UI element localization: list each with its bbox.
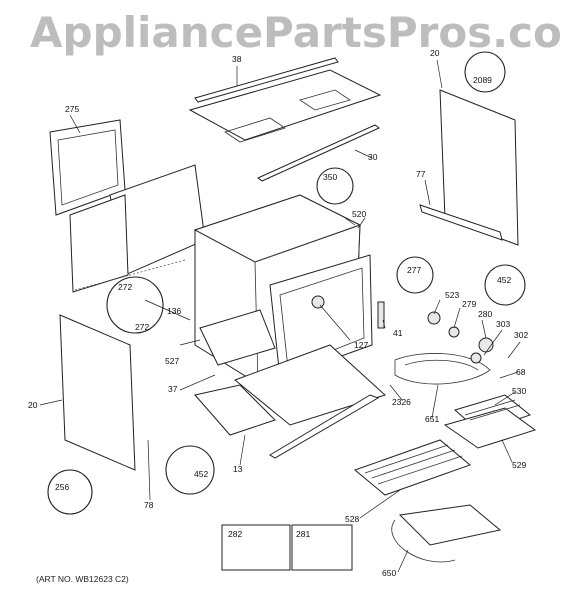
part-label: 20 [430,48,440,58]
part-label: 280 [478,309,492,319]
part-label: 78 [144,500,154,510]
detail-circle-2089 [464,51,506,93]
part-label: 528 [345,514,359,524]
part-label: 37 [168,384,178,394]
part-label: 20 [28,400,38,410]
oven-rack [354,439,471,496]
part-label: 350 [323,172,337,182]
broiler-pan [443,394,537,449]
back-panel [69,164,206,293]
part-label: 520 [352,209,366,219]
part-label: 452 [497,275,511,285]
part-label: 651 [425,414,439,424]
watermark: AppliancePartsPros.com [30,8,562,57]
part-number-labels: 38 275 30 350 20 2089 77 520 277 452 272… [28,48,528,578]
part-label: 272 [135,322,149,332]
art-number: (ART NO. WB12623 C2) [36,574,129,584]
broil-element [394,353,491,385]
top-panel [188,57,382,143]
small-parts [311,295,494,364]
part-label: 452 [194,469,208,479]
part-label: 13 [233,464,243,474]
bottom-parts [194,309,386,459]
part-label: 279 [462,299,476,309]
part-label: 281 [296,529,310,539]
part-label: 2089 [473,75,492,85]
detail-circle-452-right [484,264,526,306]
part-label: 41 [393,328,403,338]
part-label: 38 [232,54,242,64]
part-label: 275 [65,104,79,114]
part-label: 523 [445,290,459,300]
part-label: 272 [118,282,132,292]
part-label: 68 [516,367,526,377]
leader-lines [39,59,521,573]
part-label: 527 [165,356,179,366]
part-label: 30 [368,152,378,162]
detail-circle-452-left [165,445,215,495]
detail-circle-350 [316,167,354,205]
part-label: 256 [55,482,69,492]
part-label: 529 [512,460,526,470]
part-label: 2326 [392,397,411,407]
detail-circle-256 [47,469,93,515]
part-label: 302 [514,330,528,340]
detail-circle-277 [396,256,434,294]
part-label: 650 [382,568,396,578]
trim-strip [257,124,380,182]
left-side-panel [59,314,136,471]
inset-box-281 [291,524,353,571]
part-label: 530 [512,386,526,396]
part-label: 77 [416,169,426,179]
part-label: 282 [228,529,242,539]
detail-circle-272 [106,276,164,334]
part-label: 277 [407,265,421,275]
inset-box-282 [221,524,291,571]
right-side-panel [419,89,519,246]
part-label: 136 [167,306,181,316]
part-label: 303 [496,319,510,329]
bake-element [391,504,502,563]
part-label: 127 [354,340,368,350]
